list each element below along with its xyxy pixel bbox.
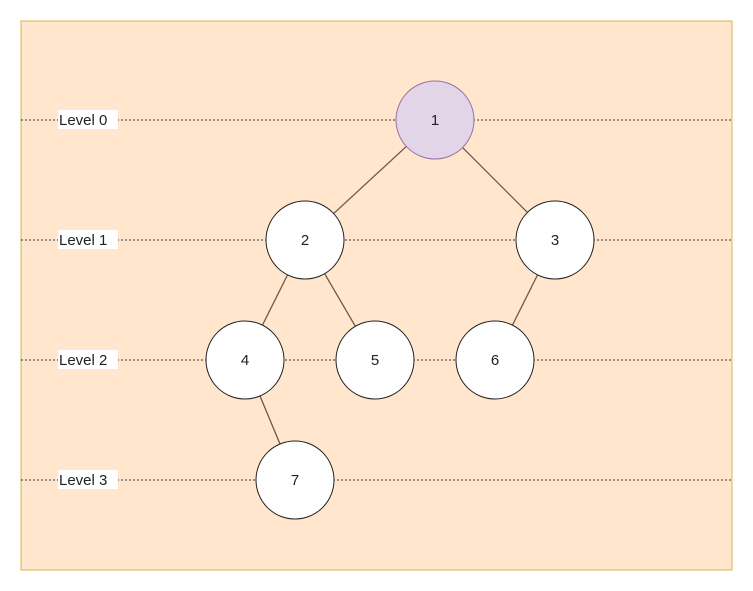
- edge-1-to-3: [462, 147, 528, 213]
- edge-3-to-6: [511, 274, 539, 326]
- tree-node-7: 7: [255, 440, 335, 520]
- tree-node-5: 5: [335, 320, 415, 400]
- edge-1-to-2: [333, 145, 407, 215]
- node-5-circle: [335, 320, 415, 400]
- node-7-circle: [255, 440, 335, 520]
- node-6-circle: [455, 320, 535, 400]
- edge-2-to-5: [324, 273, 356, 327]
- level-3-label: Level 3: [59, 472, 107, 489]
- edge-4-to-7: [259, 395, 281, 445]
- node-4-label: 4: [241, 352, 249, 369]
- node-2-label: 2: [301, 232, 309, 249]
- tree-node-3: 3: [515, 200, 595, 280]
- node-4-circle: [205, 320, 285, 400]
- node-2-circle: [265, 200, 345, 280]
- node-5-label: 5: [371, 352, 379, 369]
- tree-edges: [259, 145, 539, 445]
- level-0-label: Level 0: [59, 112, 107, 129]
- level-guides: Level 0 Level 1 Level 2 Level 3: [21, 110, 732, 489]
- level-3-label-background: [58, 470, 118, 489]
- node-1-circle: [395, 80, 475, 160]
- level-0-label-background: [58, 110, 118, 129]
- node-7-label: 7: [291, 472, 299, 489]
- level-1-label: Level 1: [59, 232, 107, 249]
- node-6-label: 6: [491, 352, 499, 369]
- tree-nodes: 1 2 3 4 5 6 7: [205, 80, 595, 520]
- tree-node-2: 2: [265, 200, 345, 280]
- tree-node-1: 1: [395, 80, 475, 160]
- diagram-panel: [20, 20, 733, 571]
- node-1-label: 1: [431, 112, 439, 129]
- tree-node-4: 4: [205, 320, 285, 400]
- edge-2-to-4: [261, 274, 289, 326]
- tree-node-6: 6: [455, 320, 535, 400]
- level-1-label-background: [58, 230, 118, 249]
- node-3-label: 3: [551, 232, 559, 249]
- node-3-circle: [515, 200, 595, 280]
- level-2-label-background: [58, 350, 118, 369]
- level-2-label: Level 2: [59, 352, 107, 369]
